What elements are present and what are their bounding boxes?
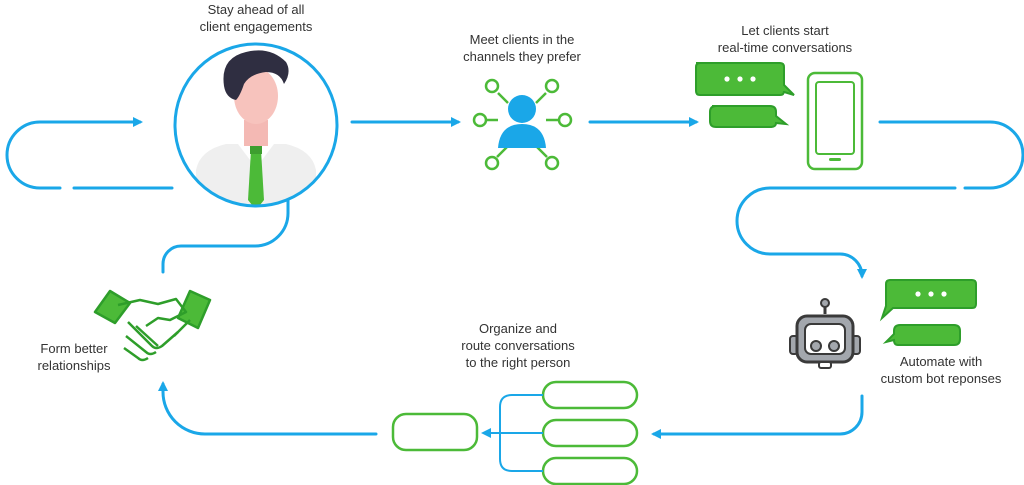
step-label-realtime: Let clients start real-time conversation… <box>703 22 867 56</box>
phone-chat-icon <box>695 62 864 171</box>
step-label-relationships: Form better relationships <box>14 340 134 374</box>
step-label-meet-clients: Meet clients in the channels they prefer <box>450 31 594 65</box>
flow-arrow-left-loop <box>5 120 140 190</box>
businessman-avatar-icon <box>173 42 339 208</box>
step-label-automate: Automate with custom bot reponses <box>864 353 1018 387</box>
realtime-line2: real-time conversations <box>717 40 853 55</box>
flow-path <box>5 117 1024 439</box>
chat-bubble-dots-icon <box>879 279 977 322</box>
organize-line3: to the right person <box>465 355 571 370</box>
stay-ahead-line2: client engagements <box>199 19 313 34</box>
realtime-line1: Let clients start <box>741 23 829 38</box>
flow-loop-right <box>878 120 1024 190</box>
robot-chat-icon <box>789 279 977 369</box>
step-label-organize: Organize and route conversations to the … <box>436 320 600 371</box>
flow-arrow-bot-to-router <box>651 394 864 439</box>
organize-line2: route conversations <box>461 338 575 353</box>
routing-tree-icon <box>391 380 639 485</box>
flow-segment-right-bottom <box>735 186 957 279</box>
automate-line1: Automate with <box>899 354 983 369</box>
chat-bubble-dots-icon <box>695 62 795 96</box>
automate-line2: custom bot reponses <box>880 371 1002 386</box>
meet-clients-line2: channels they prefer <box>463 49 581 64</box>
stay-ahead-line1: Stay ahead of all <box>207 2 305 17</box>
relationships-line2: relationships <box>37 358 111 373</box>
flow-arrow-router-to-handshake <box>158 381 378 436</box>
handshake-icon <box>93 289 212 362</box>
chat-bubble-icon <box>709 105 790 128</box>
step-label-stay-ahead: Stay ahead of all client engagements <box>184 1 328 35</box>
robot-icon <box>789 298 861 369</box>
flow-handshake-to-avatar <box>161 198 290 274</box>
organize-line1: Organize and <box>478 321 558 336</box>
relationships-line1: Form better <box>40 341 108 356</box>
meet-clients-line1: Meet clients in the <box>469 32 575 47</box>
network-user-icon <box>472 78 573 171</box>
chat-bubble-icon <box>882 324 961 346</box>
